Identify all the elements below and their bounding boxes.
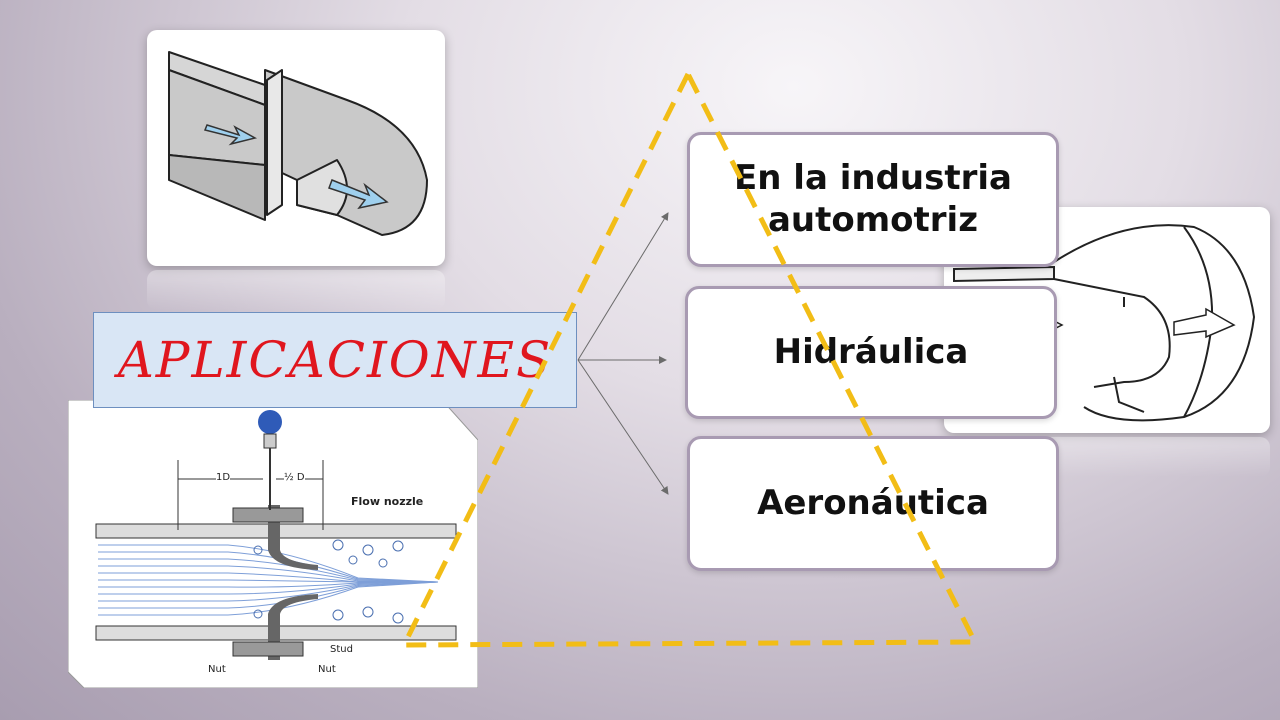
application-box-aeronautics: Aeronáutica <box>687 436 1059 571</box>
flow-nozzle-diagram: 1D ½ D Flow nozzle Stud Nut Nut <box>68 400 478 688</box>
application-box-hydraulics: Hidráulica <box>685 286 1057 419</box>
connector-arrow-automotive <box>577 212 669 361</box>
application-label-automotive: En la industria automotriz <box>734 158 1012 240</box>
dimension-label-half-d: ½ D <box>284 472 305 483</box>
nut-label-right: Nut <box>318 664 336 675</box>
slide-title: APLICACIONES <box>117 331 553 389</box>
application-label-aeronautics: Aeronáutica <box>757 482 989 523</box>
stud-label: Stud <box>330 644 353 655</box>
nozzle-cutaway-reflection <box>147 270 445 310</box>
nozzle-cutaway-image <box>147 30 445 266</box>
title-box: APLICACIONES <box>93 312 577 408</box>
application-box-automotive: En la industria automotriz <box>687 132 1059 267</box>
dimension-label-1d: 1D <box>216 472 231 483</box>
flow-nozzle-caption: Flow nozzle <box>351 495 424 508</box>
connector-arrow-aeronautics <box>577 359 669 495</box>
nut-label-left: Nut <box>208 664 226 675</box>
application-label-hydraulics: Hidráulica <box>773 331 969 372</box>
